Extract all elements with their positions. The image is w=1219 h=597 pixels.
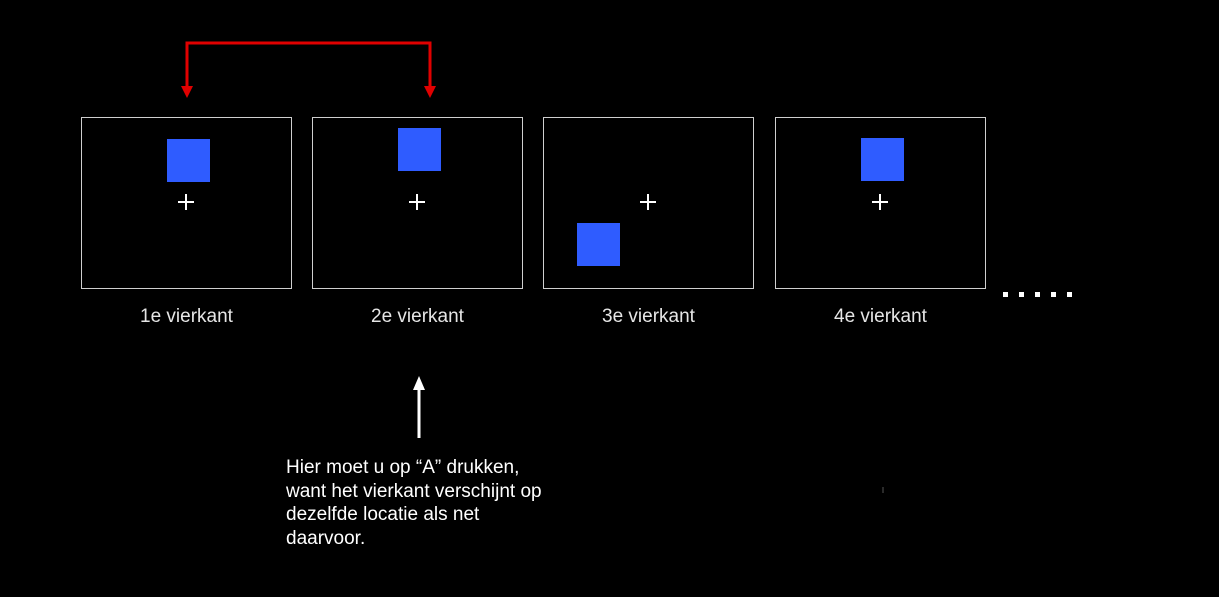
instruction-line: daarvoor. xyxy=(286,527,366,549)
continuation-dots xyxy=(1003,284,1083,297)
trial-panel-1 xyxy=(81,117,292,289)
panel-label-1: 1e vierkant xyxy=(140,306,233,327)
instruction-line: Hier moet u op “A” drukken, xyxy=(286,457,520,478)
trial-panel-3 xyxy=(543,117,754,289)
fixation-cross-icon xyxy=(640,194,656,210)
panel-label-3: 3e vierkant xyxy=(602,306,695,327)
blue-square xyxy=(861,138,904,181)
blue-square xyxy=(167,139,210,182)
fixation-cross-icon xyxy=(409,194,425,210)
trial-panel-2 xyxy=(312,117,523,289)
blue-square xyxy=(577,223,620,266)
instruction-text: Hier moet u op “A” drukken, want het vie… xyxy=(286,456,626,550)
instruction-line: dezelfde locatie als net xyxy=(286,504,480,525)
fixation-cross-icon xyxy=(178,194,194,210)
trial-panel-4 xyxy=(775,117,986,289)
panel-label-2: 2e vierkant xyxy=(371,306,464,327)
blue-square xyxy=(398,128,441,171)
instruction-line: want het vierkant verschijnt op xyxy=(286,480,542,502)
fixation-cross-icon xyxy=(872,194,888,210)
panel-label-4: 4e vierkant xyxy=(834,306,927,327)
